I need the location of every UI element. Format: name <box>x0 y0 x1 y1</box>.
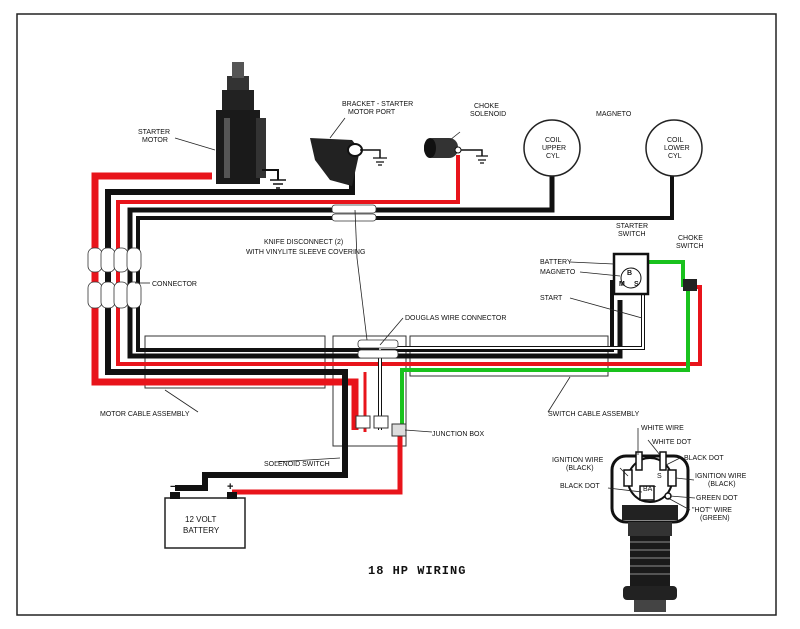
label-coil-lower-3: CYL <box>668 153 682 160</box>
label-ign-white-dot: WHITE DOT <box>652 439 692 446</box>
label-battery-wire: BATTERY <box>540 259 572 266</box>
label-choke-switch-2: SWITCH <box>676 243 704 250</box>
starter-motor <box>216 62 286 189</box>
label-starter-motor-2: MOTOR <box>142 137 168 144</box>
wire-red-choke <box>116 155 702 366</box>
label-ign-white-wire: WHITE WIRE <box>641 425 684 432</box>
label-choke-solenoid-2: SOLENOID <box>470 111 506 118</box>
label-coil-lower-2: LOWER <box>664 145 690 152</box>
label-switch-cable: SWITCH CABLE ASSEMBLY <box>548 411 640 418</box>
label-choke-switch-1: CHOKE <box>678 235 703 242</box>
wire-white-start <box>378 290 645 430</box>
label-magneto-wire: MAGNETO <box>540 269 576 276</box>
wires <box>91 150 702 495</box>
coil-upper-cyl <box>523 119 581 177</box>
label-start-wire: START <box>540 295 563 302</box>
bracket-starter-motor-port <box>310 138 387 186</box>
choke-switch <box>683 279 697 291</box>
label-motor-cable: MOTOR CABLE ASSEMBLY <box>100 411 190 418</box>
label-knife-disconnect-1: KNIFE DISCONNECT (2) <box>264 239 343 246</box>
label-ign-s: S <box>657 473 662 480</box>
label-connector: CONNECTOR <box>152 281 197 288</box>
label-magneto: MAGNETO <box>596 111 632 118</box>
label-starter-switch-2: SWITCH <box>618 231 646 238</box>
battery <box>164 492 246 549</box>
connector-sleeves <box>87 247 142 309</box>
switch-letter-m: M <box>619 281 625 288</box>
diagram-frame <box>16 13 777 616</box>
coil-lower-cyl <box>645 119 703 177</box>
label-ign-bat: BAT <box>643 486 657 493</box>
battery-box-1: 12 VOLT <box>185 515 217 524</box>
label-ign-wire-black-right-2: (BLACK) <box>708 481 736 488</box>
label-ign-hot-wire-2: (GREEN) <box>700 515 730 522</box>
labels: STARTER MOTOR BRACKET - STARTER MOTOR PO… <box>100 101 747 578</box>
label-ign-wire-black-right-1: IGNITION WIRE <box>695 473 747 480</box>
label-douglas-connector: DOUGLAS WIRE CONNECTOR <box>405 315 506 322</box>
label-ign-black-dot-right: BLACK DOT <box>684 455 724 462</box>
label-coil-lower-1: COIL <box>667 137 683 144</box>
label-ign-wire-black-1: IGNITION WIRE <box>552 457 604 464</box>
choke-solenoid <box>424 138 488 164</box>
switch-letter-b: B <box>627 270 632 277</box>
junction-box <box>332 335 407 447</box>
label-coil-upper-1: COIL <box>545 137 561 144</box>
label-ign-black-dot-left: BLACK DOT <box>560 483 600 490</box>
switch-letter-s: S <box>634 281 639 288</box>
label-junction-box: JUNCTION BOX <box>432 431 484 438</box>
ignition-switch <box>610 451 690 612</box>
label-starter-switch-1: STARTER <box>616 223 648 230</box>
label-coil-upper-3: CYL <box>546 153 560 160</box>
starter-switch <box>612 252 650 296</box>
leader-lines <box>135 117 696 511</box>
wire-red-starter <box>91 172 359 430</box>
label-ign-green-dot: GREEN DOT <box>696 495 738 502</box>
battery-box-2: BATTERY <box>183 526 220 535</box>
label-knife-disconnect-2: WITH VINYLITE SLEEVE COVERING <box>246 249 365 256</box>
junction-terminals <box>355 415 407 437</box>
label-coil-upper-2: UPPER <box>542 145 566 152</box>
battery-plus-label: + <box>227 481 233 493</box>
label-ign-wire-black-2: (BLACK) <box>566 465 594 472</box>
battery-minus-label: − <box>170 481 176 493</box>
label-ign-hot-wire-1: "HOT" WIRE <box>692 507 732 514</box>
diagram-title: 18 HP WIRING <box>368 564 466 578</box>
label-solenoid-switch: SOLENOID SWITCH <box>264 461 330 468</box>
wire-red-battery <box>232 435 403 495</box>
label-starter-motor-1: STARTER <box>138 129 170 136</box>
wire-black-starter <box>105 150 355 491</box>
label-choke-solenoid-1: CHOKE <box>474 103 499 110</box>
label-bracket-2: MOTOR PORT <box>348 109 396 116</box>
knife-disconnect-sleeves <box>331 204 399 359</box>
label-bracket-1: BRACKET - STARTER <box>342 101 413 108</box>
